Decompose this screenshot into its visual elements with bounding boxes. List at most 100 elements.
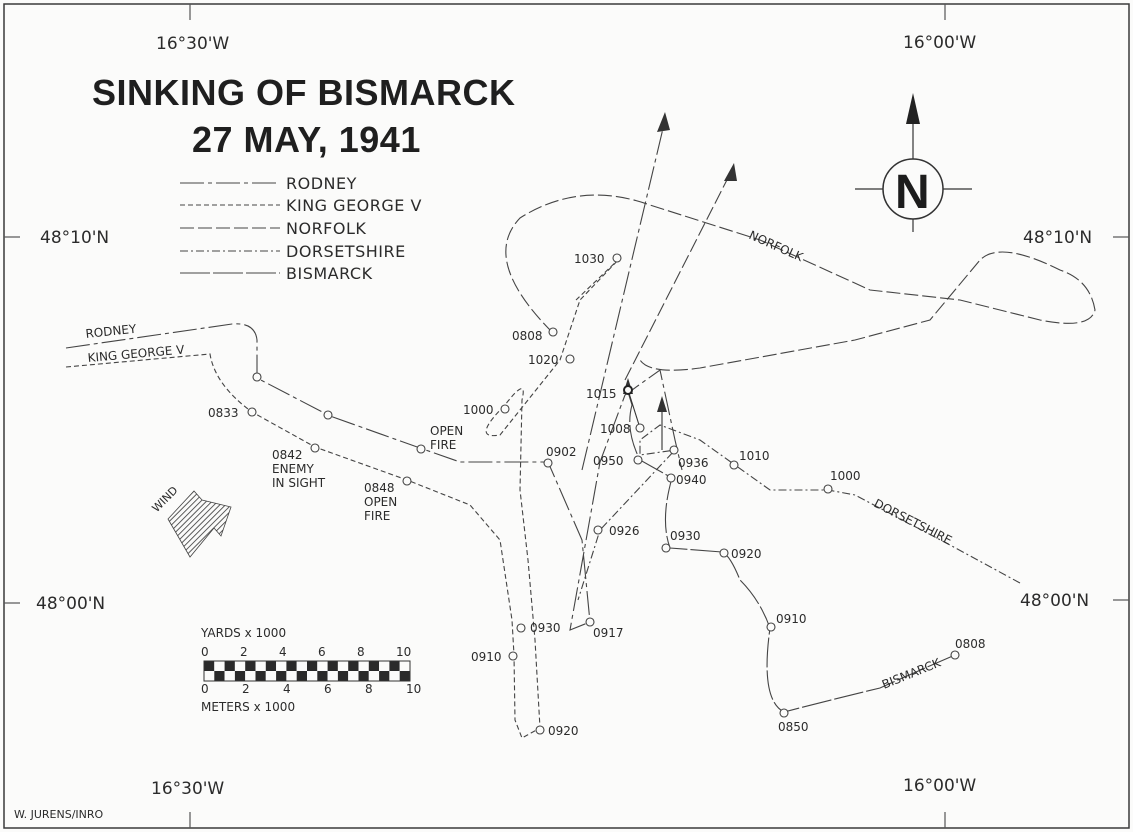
time-0917: 0917 — [593, 626, 624, 640]
annotation-fire-2: FIRE — [364, 509, 390, 523]
time-1030: 1030 — [574, 252, 605, 266]
scale-cell — [389, 661, 400, 671]
waypoint-0910-bismarck — [766, 622, 776, 632]
lon-label-top-east: 16°00'W — [903, 33, 976, 53]
scale-frame — [203, 660, 411, 682]
annotation-in-sight: IN SIGHT — [272, 476, 326, 490]
scale-cell — [296, 671, 307, 681]
arrowhead-norfolk — [724, 163, 737, 181]
waypoint-0917 — [585, 617, 595, 627]
time-0902: 0902 — [546, 445, 577, 459]
waypoint-0808-bismarck — [950, 650, 960, 660]
scale-cell — [368, 671, 380, 681]
waypoint-1000-dorsetshire — [823, 484, 833, 494]
scale-meters-label: METERS x 1000 — [201, 700, 295, 714]
time-1000-rodney: 1000 — [463, 403, 494, 417]
lat-label-west-north: 48°10'N — [40, 228, 109, 248]
scale-cell — [358, 671, 369, 681]
time-0833: 0833 — [208, 406, 239, 420]
scale-cell — [337, 671, 349, 681]
scale-tick-label: 0 — [201, 645, 209, 659]
credit-label: W. JURENS/INRO — [14, 808, 104, 821]
time-1015: 1015 — [586, 387, 617, 401]
track-norfolk-exit — [624, 169, 733, 381]
legend-label-kgv: KING GEORGE V — [286, 196, 422, 215]
scale-cell — [307, 661, 318, 671]
waypoint-rodney-a — [323, 410, 333, 420]
waypoint-1020 — [565, 354, 575, 364]
waypoint-0926 — [593, 525, 603, 535]
waypoint-0833 — [247, 407, 257, 417]
scale-tick-label: 2 — [240, 645, 248, 659]
waypoint-markers — [247, 253, 960, 735]
scale-cell — [389, 671, 400, 681]
annotation-open-2: OPEN — [364, 495, 397, 509]
scale-cell — [399, 661, 410, 671]
waypoint-0910-kgv — [508, 651, 518, 661]
scale-cell — [317, 661, 328, 671]
scale-tick-label: 6 — [318, 645, 326, 659]
scale-tick-label: 10 — [406, 682, 421, 696]
waypoint-0930-kgv — [516, 623, 526, 633]
annotation-open: OPEN — [430, 424, 463, 438]
waypoint-0902 — [543, 458, 553, 468]
scale-tick-label: 6 — [324, 682, 332, 696]
scale-tick-label: 10 — [396, 645, 411, 659]
scale-cell — [265, 661, 277, 671]
time-1010: 1010 — [739, 449, 770, 463]
waypoint-0920-bismarck — [719, 548, 729, 558]
scale-cell — [214, 671, 225, 681]
waypoint-1030 — [612, 253, 622, 263]
legend-label-bismarck: BISMARCK — [286, 264, 373, 283]
waypoint-0940 — [666, 473, 676, 483]
time-0920-kgv: 0920 — [548, 724, 579, 738]
legend-label-dorsetshire: DORSETSHIRE — [286, 242, 406, 261]
scale-cell — [224, 661, 235, 671]
waypoint-open-fire — [416, 444, 426, 454]
time-1000-dorsetshire: 1000 — [830, 469, 861, 483]
scale-cell — [245, 671, 256, 681]
scale-cell — [276, 661, 287, 671]
waypoint-0936 — [669, 445, 679, 455]
track-bismarck — [627, 391, 956, 713]
wind-arrow-icon: WIND — [150, 484, 232, 558]
scale-yards-label: YARDS x 1000 — [200, 626, 286, 640]
scale-cell — [327, 671, 338, 681]
scale-cell — [276, 671, 287, 681]
time-0910-bismarck: 0910 — [776, 612, 807, 626]
time-0808-bismarck: 0808 — [955, 637, 986, 651]
scale-tick-label: 8 — [357, 645, 365, 659]
time-0926: 0926 — [609, 524, 640, 538]
scale-cell — [204, 671, 215, 681]
legend: RODNEY KING GEORGE V NORFOLK DORSETSHIRE… — [180, 174, 422, 283]
scale-cell — [255, 661, 266, 671]
arrowhead-dorsetshire — [657, 396, 667, 412]
scale-cell — [234, 671, 246, 681]
scale-cell — [307, 671, 318, 681]
scale-cell — [234, 661, 246, 671]
lat-label-west-south: 48°00'N — [36, 594, 105, 614]
waypoint-0848 — [402, 476, 412, 486]
track-kgv-tail — [575, 257, 621, 301]
event-annotations: OPEN FIRE 0842 ENEMY IN SIGHT 0848 OPEN … — [272, 424, 463, 523]
lon-label-top-west: 16°30'W — [156, 34, 229, 54]
legend-label-rodney: RODNEY — [286, 174, 357, 193]
time-0950: 0950 — [593, 454, 624, 468]
time-0940: 0940 — [676, 473, 707, 487]
waypoint-0950 — [633, 455, 643, 465]
time-0936: 0936 — [678, 456, 709, 470]
track-label-dorsetshire: DORSETSHIRE — [872, 496, 955, 547]
scale-cell — [399, 671, 410, 681]
scale-tick-label: 4 — [283, 682, 291, 696]
time-0910-kgv: 0910 — [471, 650, 502, 664]
scale-checker — [204, 661, 410, 681]
waypoint-1010 — [729, 460, 739, 470]
lat-label-east-north: 48°10'N — [1023, 228, 1092, 248]
waypoint-1000-rodney — [500, 404, 510, 414]
time-labels: 1030 0808 1020 1000 1015 1008 0833 0902 … — [208, 252, 986, 738]
waypoint-1015-sinking — [623, 385, 633, 395]
